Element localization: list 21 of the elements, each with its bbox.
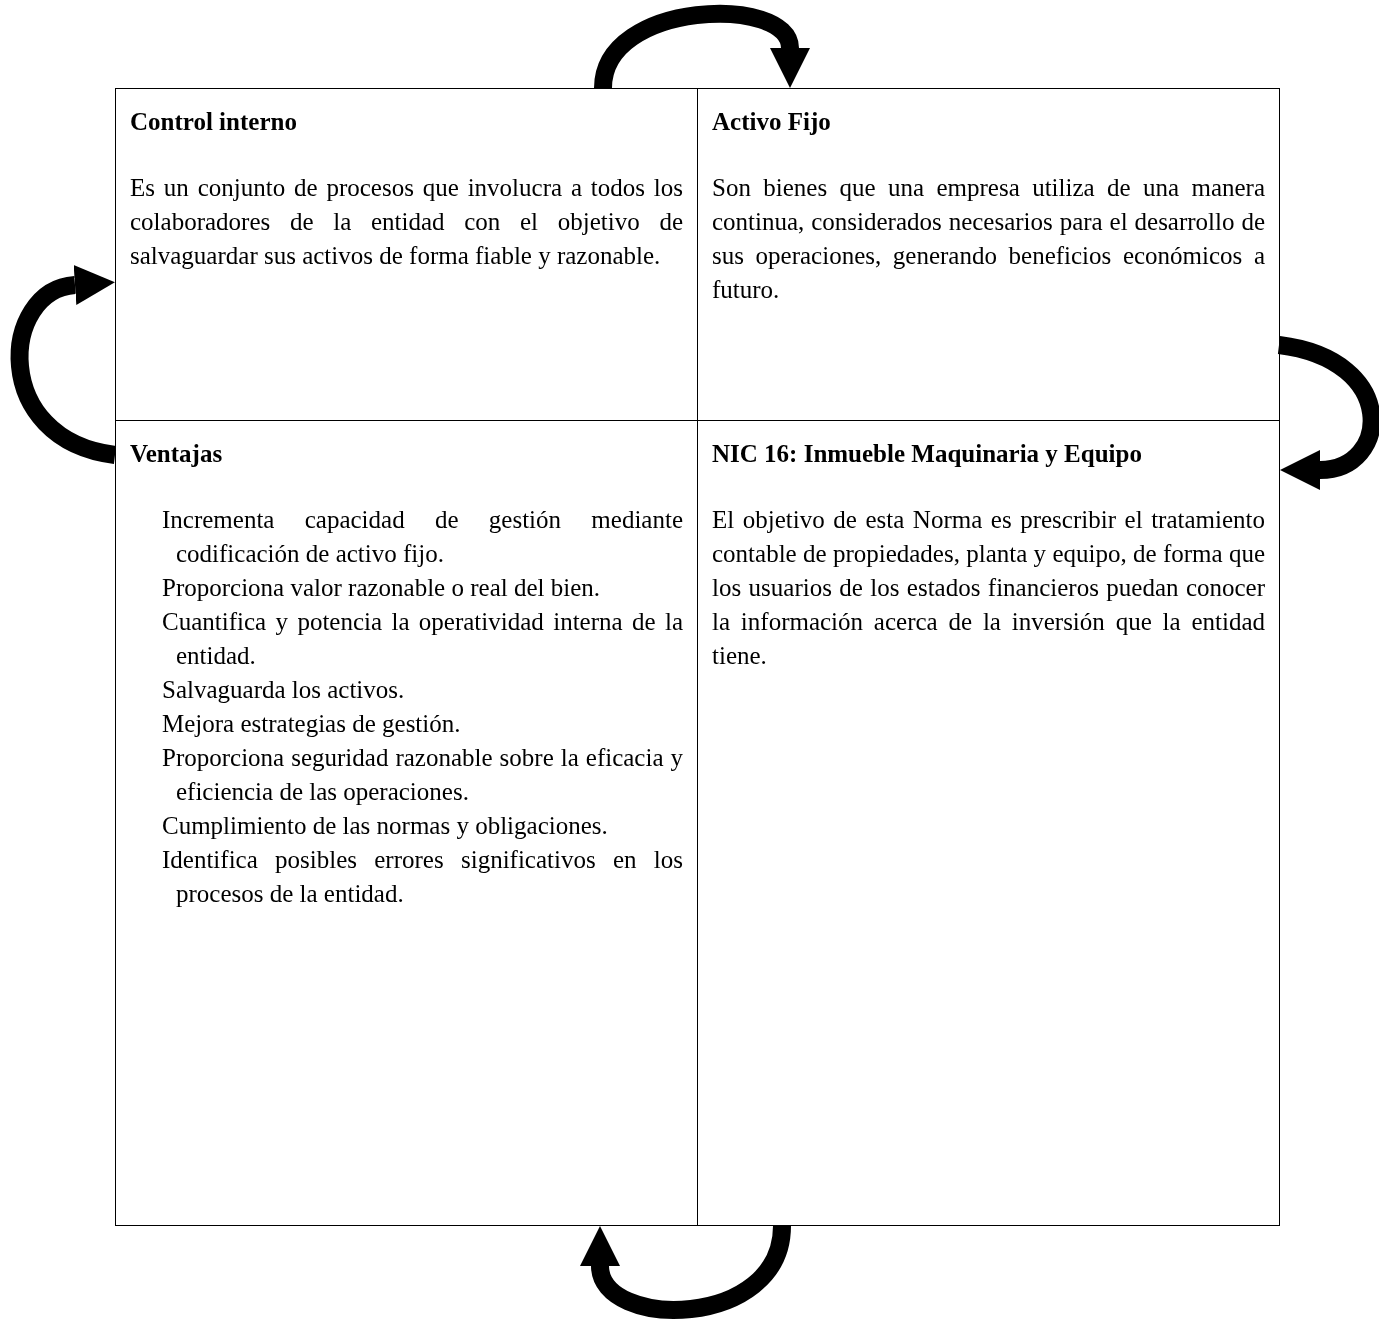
list-item: Proporciona seguridad razonable sobre la eficacia y eficiencia de las operaciones. bbox=[162, 743, 683, 807]
quadrant-box bbox=[697, 88, 1280, 421]
quadrant-box bbox=[115, 88, 698, 421]
section-text: Es un conjunto de procesos que involucra a todos los colaboradores de la entidad con el objetivo de salvaguardar sus activos de forma fiable y razonable. bbox=[130, 173, 683, 271]
section-heading: Ventajas bbox=[130, 439, 224, 469]
list-item: Cuantifica y potencia la operatividad interna de la entidad. bbox=[162, 607, 683, 671]
section-text: Son bienes que una empresa utiliza de una manera continua, considerados necesarios para el desarrollo de sus operaciones, generando beneficios económicos a futuro. bbox=[712, 173, 1265, 305]
section-text: El objetivo de esta Norma es prescribir el tratamiento contable de propiedades, planta y equipo, de forma que los usuarios de los estados financieros puedan conocer la información acerca de la inversión que la entidad tiene. bbox=[712, 505, 1265, 671]
curved-arrow bbox=[1277, 336, 1379, 490]
list-item: Identifica posibles errores significativos en los procesos de la entidad. bbox=[162, 845, 683, 909]
list-item: Salvaguarda los activos. bbox=[162, 675, 406, 705]
list-item: Proporciona valor razonable o real del bien. bbox=[162, 573, 601, 603]
quadrant-box bbox=[697, 420, 1280, 1226]
list-item: Cumplimiento de las normas y obligaciones. bbox=[162, 811, 609, 841]
section-heading: NIC 16: Inmueble Maquinaria y Equipo bbox=[712, 439, 1143, 469]
section-heading: Control interno bbox=[130, 107, 298, 137]
section-heading: Activo Fijo bbox=[712, 107, 832, 137]
curved-arrow bbox=[11, 265, 117, 464]
list-item: Mejora estrategias de gestión. bbox=[162, 709, 462, 739]
quadrant-box bbox=[115, 420, 698, 1226]
list-item: Incrementa capacidad de gestión mediante codificación de activo fijo. bbox=[162, 505, 683, 569]
